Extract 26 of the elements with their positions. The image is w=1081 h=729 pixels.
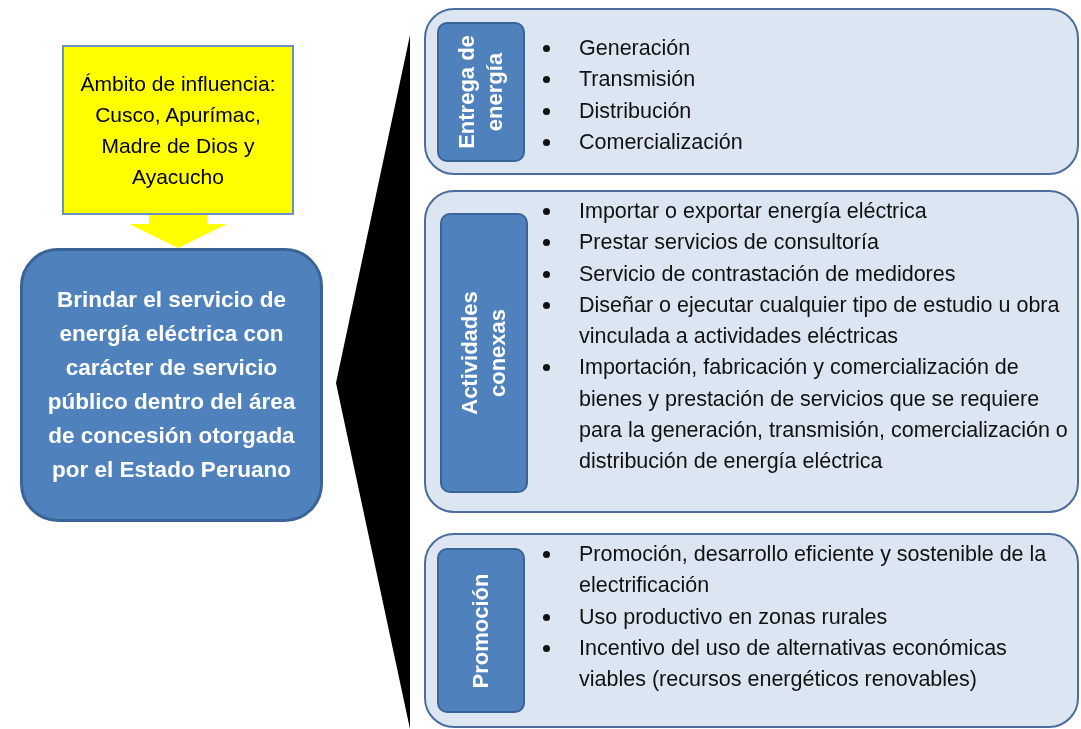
bullet-text: Distribución <box>579 98 692 123</box>
category-tab <box>440 213 528 493</box>
category-panel <box>424 190 1079 513</box>
tab-label: Entrega de energía <box>453 34 508 151</box>
category-tab <box>437 22 525 162</box>
bullet-text: Generación <box>579 36 691 60</box>
bullet-text: Importación, fabricación y comercialización de bienes y prestación de servicios que se requiere para la generación, transmisión, comercialización o distribución de energía eléctrica <box>579 355 1068 474</box>
callout-text: Ámbito de influencia: Cusco, Apurímac, Madre de Dios y Ayacucho <box>79 71 277 190</box>
main-text: Brindar el servicio de energía eléctrica con carácter de servicio público dentro del área de concesión otorgada por el Estado Peruano <box>46 286 297 484</box>
bullet-text: Diseñar o ejecutar cualquier tipo de estudio u obra vinculada a actividades eléctricas <box>579 292 1060 349</box>
bullet-text: Uso productivo en zonas rurales <box>579 604 888 629</box>
bullet-text: Transmisión <box>579 67 696 92</box>
category-panel <box>424 533 1079 728</box>
category-tab <box>437 548 525 713</box>
bullet-text: Prestar servicios de consultoría <box>579 230 879 255</box>
tab-label: Promoción <box>467 572 494 690</box>
bullet-text: Comercialización <box>579 129 743 154</box>
block-arrow <box>129 214 227 248</box>
bullet-text: Incentivo del uso de alternativas económicas viables (recursos energéticos renovables) <box>579 635 1007 692</box>
tab-label: Actividades conexas <box>456 290 511 417</box>
callout-box <box>62 45 294 215</box>
bullet-text: Servicio de contrastación de medidores <box>579 261 956 286</box>
bullet-text: Importar o exportar energía eléctrica <box>579 199 927 223</box>
bullet-text: Promoción, desarrollo eficiente y sostenible de la electrificación <box>579 542 1047 598</box>
main-box <box>20 248 323 522</box>
category-panel <box>424 8 1079 175</box>
